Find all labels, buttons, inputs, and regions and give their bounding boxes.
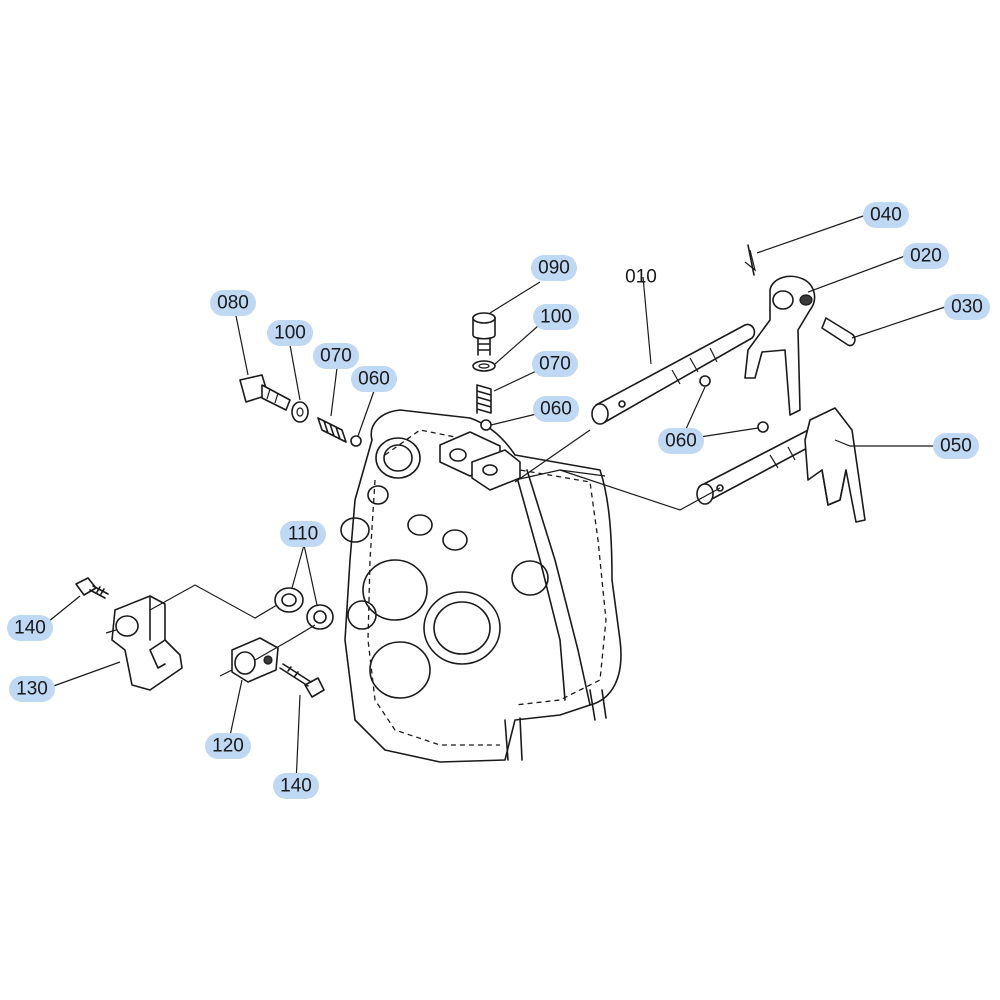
callout-020-text: 020 bbox=[910, 246, 942, 267]
callout-080-text: 080 bbox=[217, 293, 249, 314]
callout-090-text: 090 bbox=[538, 258, 570, 279]
callout-070-side-text: 070 bbox=[320, 346, 352, 367]
callout-030-text: 030 bbox=[951, 297, 983, 318]
callout-110-text: 110 bbox=[288, 524, 318, 545]
callout-060-side: 060 bbox=[351, 366, 397, 392]
ball-060-upper bbox=[480, 419, 492, 431]
callout-060-side-text: 060 bbox=[358, 369, 390, 390]
callout-080: 080 bbox=[210, 290, 256, 316]
shift-fork-050 bbox=[804, 407, 866, 523]
callout-140-upper: 140 bbox=[7, 615, 53, 641]
callout-110: 110 bbox=[280, 521, 326, 547]
callout-050: 050 bbox=[933, 433, 979, 459]
callout-100-upper: 100 bbox=[533, 304, 579, 330]
shift-rod-010 bbox=[591, 323, 756, 425]
bolt-140-lower bbox=[279, 663, 325, 698]
bolt-140-upper bbox=[75, 577, 109, 599]
callout-100-side-text: 100 bbox=[274, 323, 306, 344]
shift-fork-020 bbox=[744, 244, 856, 416]
ball-060-right-a bbox=[699, 375, 711, 387]
callout-070-upper: 070 bbox=[532, 351, 578, 377]
washer-100-side bbox=[291, 401, 309, 423]
callout-010-text: 010 bbox=[625, 267, 657, 288]
callout-060-upper: 060 bbox=[533, 396, 579, 422]
callout-060-right-text: 060 bbox=[665, 431, 697, 452]
oil-seal-110-a bbox=[274, 587, 304, 613]
callout-130: 130 bbox=[9, 676, 55, 702]
callout-120: 120 bbox=[205, 733, 251, 759]
bolt-090 bbox=[472, 312, 496, 356]
callout-060-upper-text: 060 bbox=[540, 399, 572, 420]
callout-100-side: 100 bbox=[267, 320, 313, 346]
callout-020: 020 bbox=[903, 243, 949, 269]
callout-140-lower-text: 140 bbox=[280, 776, 312, 797]
callout-010: 010 bbox=[625, 267, 657, 288]
spring-070-upper bbox=[476, 384, 492, 414]
spring-070-side bbox=[317, 417, 347, 443]
callout-100-upper-text: 100 bbox=[540, 307, 572, 328]
callout-030: 030 bbox=[944, 294, 990, 320]
ball-060-side bbox=[350, 435, 362, 447]
lever-130 bbox=[111, 595, 183, 691]
callout-060-right: 060 bbox=[658, 428, 704, 454]
callout-040: 040 bbox=[863, 202, 909, 228]
callout-070-upper-text: 070 bbox=[539, 354, 571, 375]
bolt-080 bbox=[239, 374, 291, 411]
callout-labels: 040 020 030 050 010 090 100 070 bbox=[7, 202, 990, 799]
callout-120-text: 120 bbox=[212, 736, 244, 757]
callout-090: 090 bbox=[531, 255, 577, 281]
callout-050-text: 050 bbox=[940, 436, 972, 457]
callout-040-text: 040 bbox=[870, 205, 902, 226]
callout-070-side: 070 bbox=[313, 343, 359, 369]
callout-130-text: 130 bbox=[16, 679, 48, 700]
callout-140-lower: 140 bbox=[273, 773, 319, 799]
callout-140-upper-text: 140 bbox=[14, 618, 46, 639]
washer-100-upper bbox=[472, 360, 496, 372]
ball-060-right-b bbox=[757, 421, 769, 433]
oil-seal-110-b bbox=[306, 604, 334, 630]
gear-case-housing bbox=[340, 409, 622, 763]
